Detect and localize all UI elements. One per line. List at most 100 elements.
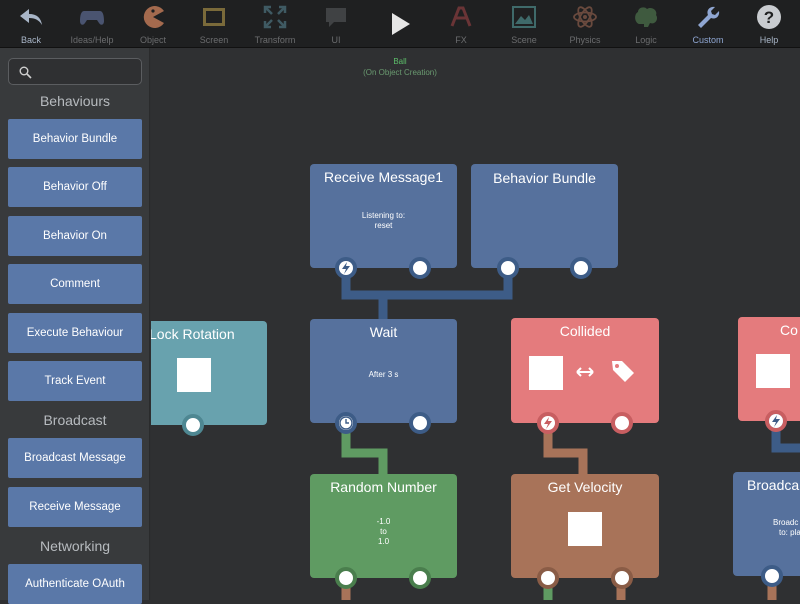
node-get-velocity[interactable]: Get Velocity — [511, 474, 659, 578]
node-title: Lock Rotation — [151, 326, 235, 342]
play-icon — [392, 13, 410, 35]
sidebar-item-behavior-bundle[interactable]: Behavior Bundle — [8, 119, 142, 159]
sidebar-item-receive-message[interactable]: Receive Message — [8, 487, 142, 527]
node-title: Behavior Bundle — [493, 170, 596, 186]
output-port[interactable] — [409, 257, 431, 279]
object-button[interactable]: Object — [122, 0, 184, 48]
sidebar-item-behavior-on[interactable]: Behavior On — [8, 216, 142, 256]
node-title: Co — [780, 322, 798, 338]
scene-image-icon — [512, 6, 536, 28]
screen-icon — [203, 8, 225, 26]
logic-button[interactable]: Logic — [615, 0, 677, 48]
object-slot[interactable] — [568, 512, 602, 546]
output-port[interactable] — [409, 567, 431, 589]
node-wait[interactable]: Wait After 3 s — [310, 319, 457, 423]
output-port[interactable] — [570, 257, 592, 279]
play-button[interactable] — [368, 0, 430, 48]
lightning-icon — [541, 416, 555, 430]
transform-button[interactable]: Transform — [244, 0, 306, 48]
ui-button[interactable]: UI — [305, 0, 367, 48]
lightning-icon — [339, 261, 353, 275]
section-title-networking: Networking — [39, 538, 111, 554]
question-icon: ? — [757, 5, 781, 29]
search-icon — [19, 66, 32, 79]
node-title: Random Number — [330, 479, 437, 495]
trigger-port[interactable] — [537, 412, 559, 434]
node-title: Receive Message1 — [323, 169, 444, 185]
timer-port[interactable] — [335, 412, 357, 434]
node-broadcast-partial[interactable]: Broadca Broadc to: pla — [733, 472, 800, 576]
transform-icon — [263, 5, 287, 29]
node-lock-rotation[interactable]: Lock Rotation — [151, 321, 267, 425]
screen-button[interactable]: Screen — [183, 0, 245, 48]
fx-icon — [450, 6, 472, 27]
input-port[interactable] — [497, 257, 519, 279]
double-arrow-icon — [576, 367, 594, 377]
node-collided[interactable]: Collided — [511, 318, 659, 423]
behaviour-sidebar: Behaviours Behavior Bundle Behavior Off … — [0, 48, 150, 604]
help-button[interactable]: ? Help — [738, 0, 800, 48]
node-detail: 1.0 — [377, 537, 390, 546]
tag-icon — [612, 361, 634, 382]
trigger-port[interactable] — [335, 257, 357, 279]
sidebar-item-execute-behaviour[interactable]: Execute Behaviour — [8, 313, 142, 353]
node-detail: Broadc — [773, 518, 799, 527]
input-port[interactable] — [761, 565, 783, 587]
node-detail: reset — [374, 221, 393, 230]
connector-collided-velocity — [543, 427, 588, 474]
search-input[interactable] — [8, 58, 142, 85]
scene-button[interactable]: Scene — [493, 0, 555, 48]
node-detail: -1.0 — [376, 517, 391, 526]
ideas-help-button[interactable]: Ideas/Help — [61, 0, 123, 48]
sidebar-item-broadcast-message[interactable]: Broadcast Message — [8, 438, 142, 478]
node-title: Broadca — [747, 477, 800, 493]
sidebar-item-comment[interactable]: Comment — [8, 264, 142, 304]
node-collided-partial[interactable]: Co — [738, 317, 800, 421]
sidebar-item-track-event[interactable]: Track Event — [8, 361, 142, 401]
object-name: Ball — [393, 57, 407, 66]
object-trigger-subtitle: (On Object Creation) — [363, 68, 437, 77]
output-port[interactable] — [611, 412, 633, 434]
lightning-icon — [769, 414, 783, 428]
node-detail: to: pla — [779, 528, 800, 537]
back-arrow-icon — [20, 9, 42, 25]
connector-wait-random — [341, 427, 388, 474]
brain-icon — [635, 7, 658, 27]
back-button[interactable]: Back — [0, 0, 62, 48]
node-title: Get Velocity — [547, 479, 623, 495]
svg-text:?: ? — [764, 8, 774, 27]
clock-icon — [339, 416, 353, 430]
input-port[interactable] — [537, 567, 559, 589]
node-title: Wait — [369, 324, 398, 340]
node-behavior-bundle[interactable]: Behavior Bundle — [471, 164, 618, 268]
input-port[interactable] — [335, 567, 357, 589]
node-title: Collided — [559, 323, 611, 339]
speech-bubble-icon — [326, 8, 346, 27]
object-slot[interactable] — [529, 356, 563, 390]
trigger-port[interactable] — [765, 410, 787, 432]
node-detail: Listening to: — [361, 211, 406, 220]
behavior-canvas[interactable]: Ball (On Object Creation) Receive Messag… — [151, 48, 800, 600]
object-slot[interactable] — [756, 354, 790, 388]
section-title-broadcast: Broadcast — [43, 412, 107, 428]
fx-button[interactable]: FX — [430, 0, 492, 48]
sidebar-item-authenticate-oauth[interactable]: Authenticate OAuth — [8, 564, 142, 604]
connector-to-wait — [341, 273, 513, 300]
section-title-behaviours: Behaviours — [39, 93, 111, 109]
output-port[interactable] — [611, 567, 633, 589]
node-receive-message[interactable]: Receive Message1 Listening to: reset — [310, 164, 457, 268]
node-detail: to — [380, 527, 387, 536]
sidebar-item-behavior-off[interactable]: Behavior Off — [8, 167, 142, 207]
physics-button[interactable]: Physics — [554, 0, 616, 48]
top-toolbar: Back Ideas/Help Object Screen Transform … — [0, 0, 800, 48]
checkbox-square[interactable] — [177, 358, 211, 392]
atom-icon — [573, 6, 597, 28]
custom-button[interactable]: Custom — [677, 0, 739, 48]
node-random-number[interactable]: Random Number -1.0 to 1.0 — [310, 474, 457, 578]
pacman-icon — [143, 6, 164, 29]
output-port[interactable] — [182, 414, 204, 436]
connector-partial-right — [771, 426, 800, 453]
wrench-icon — [698, 6, 720, 29]
gamepad-icon — [80, 11, 104, 25]
output-port[interactable] — [409, 412, 431, 434]
